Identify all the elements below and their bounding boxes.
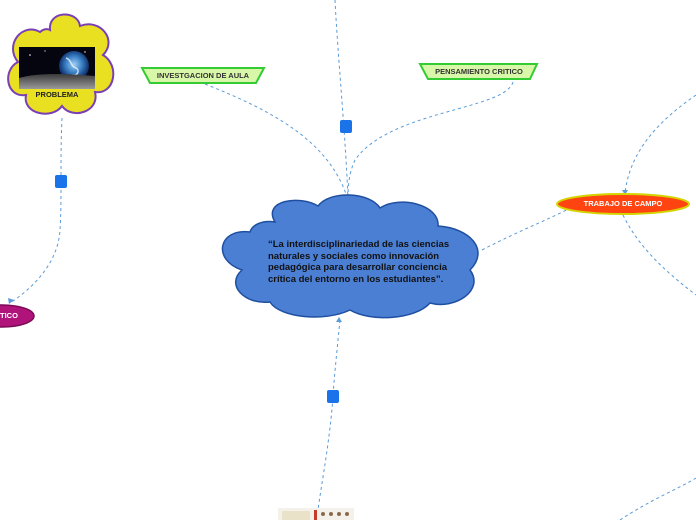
- connector-pensamiento: [347, 81, 514, 201]
- connector-handle-icon[interactable]: [327, 390, 339, 403]
- investigacion-label: INVESTGACION DE AULA: [156, 71, 250, 80]
- trabajo-node[interactable]: [556, 193, 690, 215]
- connector-investigacion: [204, 83, 349, 201]
- connector-trabajo-top: [624, 94, 696, 194]
- connector-bottom-right: [619, 477, 696, 520]
- arrow-icon: [622, 190, 628, 195]
- connector-handle-icon[interactable]: [340, 120, 352, 133]
- problema-node[interactable]: [7, 13, 115, 115]
- trabajo-label: TRABAJO DE CAMPO: [583, 199, 663, 208]
- central-node-text: “La interdisciplinariedad de las ciencia…: [268, 239, 450, 285]
- arrow-icon: [8, 298, 14, 304]
- connector-bottom: [317, 319, 341, 511]
- connector-top: [334, 0, 349, 201]
- left-partial-node[interactable]: [0, 304, 35, 328]
- classroom-thumbnail-image[interactable]: [278, 508, 354, 520]
- connectors: [9, 0, 696, 520]
- connector-trabajo-right: [622, 214, 696, 296]
- pensamiento-node[interactable]: [418, 63, 539, 80]
- connector-problema: [9, 117, 63, 304]
- connector-trabajo: [481, 204, 576, 251]
- investigacion-node[interactable]: [140, 67, 266, 84]
- left-partial-label: TICO: [0, 311, 18, 320]
- connector-handle-icon[interactable]: [55, 175, 67, 188]
- problema-label: PROBLEMA: [35, 90, 79, 99]
- central-node[interactable]: [221, 194, 479, 319]
- pensamiento-label: PENSAMIENTO CRITICO: [435, 67, 523, 76]
- earth-from-moon-image: [19, 47, 95, 89]
- arrow-icon: [336, 317, 342, 322]
